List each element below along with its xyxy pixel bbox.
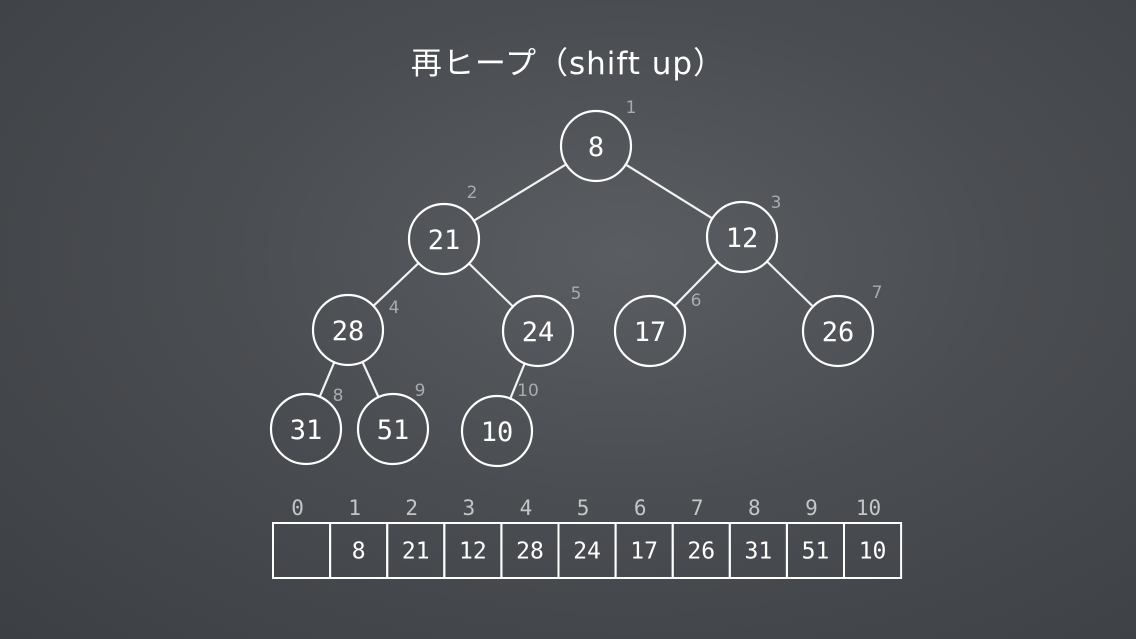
tree-edge-2-4 [372,261,420,308]
tree-edge-4-9 [361,360,380,399]
node-value: 17 [634,317,667,348]
tree-node-2: 21 2 [407,183,481,276]
tree-node-1: 81 [559,98,637,183]
node-index-label: 3 [771,193,782,213]
node-circle [269,392,343,466]
node-index-label: 7 [872,283,883,303]
tree-edge-4-8 [318,361,336,398]
array-cell-0 [272,522,332,579]
node-value: 21 [428,225,461,256]
array-index-label: 5 [577,496,590,520]
node-circle [356,392,430,466]
node-circle [460,394,534,468]
array-index-label: 0 [291,496,304,520]
tree-node-9: 519 [356,381,430,466]
node-circle [407,202,481,276]
tree-node-7: 26 7 [801,283,883,368]
array-index-label: 1 [348,496,361,520]
node-value: 12 [726,223,759,254]
node-value: 26 [822,317,855,348]
node-value: 31 [290,415,323,446]
array-cell-value: 10 [859,539,887,565]
array-cell-value: 21 [402,539,430,565]
array-cell-10 [843,522,903,579]
tree-edge-1-2 [472,163,568,222]
array-cell-value: 28 [516,539,544,565]
node-index-label: 9 [415,381,426,401]
array-cell-value: 24 [573,539,601,565]
node-index-label: 6 [691,291,702,311]
tree-edge-5-10 [509,362,526,400]
array-cell-value: 51 [802,539,830,565]
node-value: 51 [377,415,410,446]
node-circle [613,294,687,368]
node-index-label: 4 [389,298,400,318]
node-circle [801,294,875,368]
tree-edge-3-7 [765,260,815,308]
tree-edge-2-5 [467,262,515,308]
node-index-label: 2 [467,183,478,203]
array-cell-value: 31 [744,539,772,565]
node-index-label: 1 [626,98,637,118]
node-circle [705,200,779,274]
node-index-label: 5 [571,284,582,304]
array-index-label: 9 [805,496,818,520]
array-index-label: 3 [463,496,476,520]
tree-node-6: 17 6 [613,291,702,368]
node-value: 10 [481,417,514,448]
array-index-label: 7 [691,496,704,520]
tree-edge-1-3 [624,163,714,220]
tree-node-4: 28 4 [311,293,400,367]
array-cell-value: 17 [630,539,658,565]
node-circle [501,294,575,368]
array-index-label: 10 [856,496,881,520]
array-index-label: 4 [520,496,533,520]
tree-node-3: 12 3 [705,193,782,274]
node-index-label: 10 [517,381,539,401]
array-index-label: 8 [748,496,761,520]
array-index-label: 2 [405,496,418,520]
node-circle [559,109,633,183]
tree-node-8: 31 8 [269,386,344,466]
array-cell-value: 8 [352,539,366,565]
node-value: 28 [332,316,365,347]
node-value: 8 [588,132,604,163]
tree-node-5: 24 5 [501,284,582,368]
tree-edge-3-6 [673,260,719,308]
array-index-label: 6 [634,496,647,520]
node-circle [311,293,385,367]
node-index-label: 8 [333,386,344,406]
node-value: 24 [522,317,555,348]
slide-title: 再ヒープ（shift up） [410,46,726,82]
array-cell-value: 26 [687,539,715,565]
array-cell-value: 12 [459,539,487,565]
